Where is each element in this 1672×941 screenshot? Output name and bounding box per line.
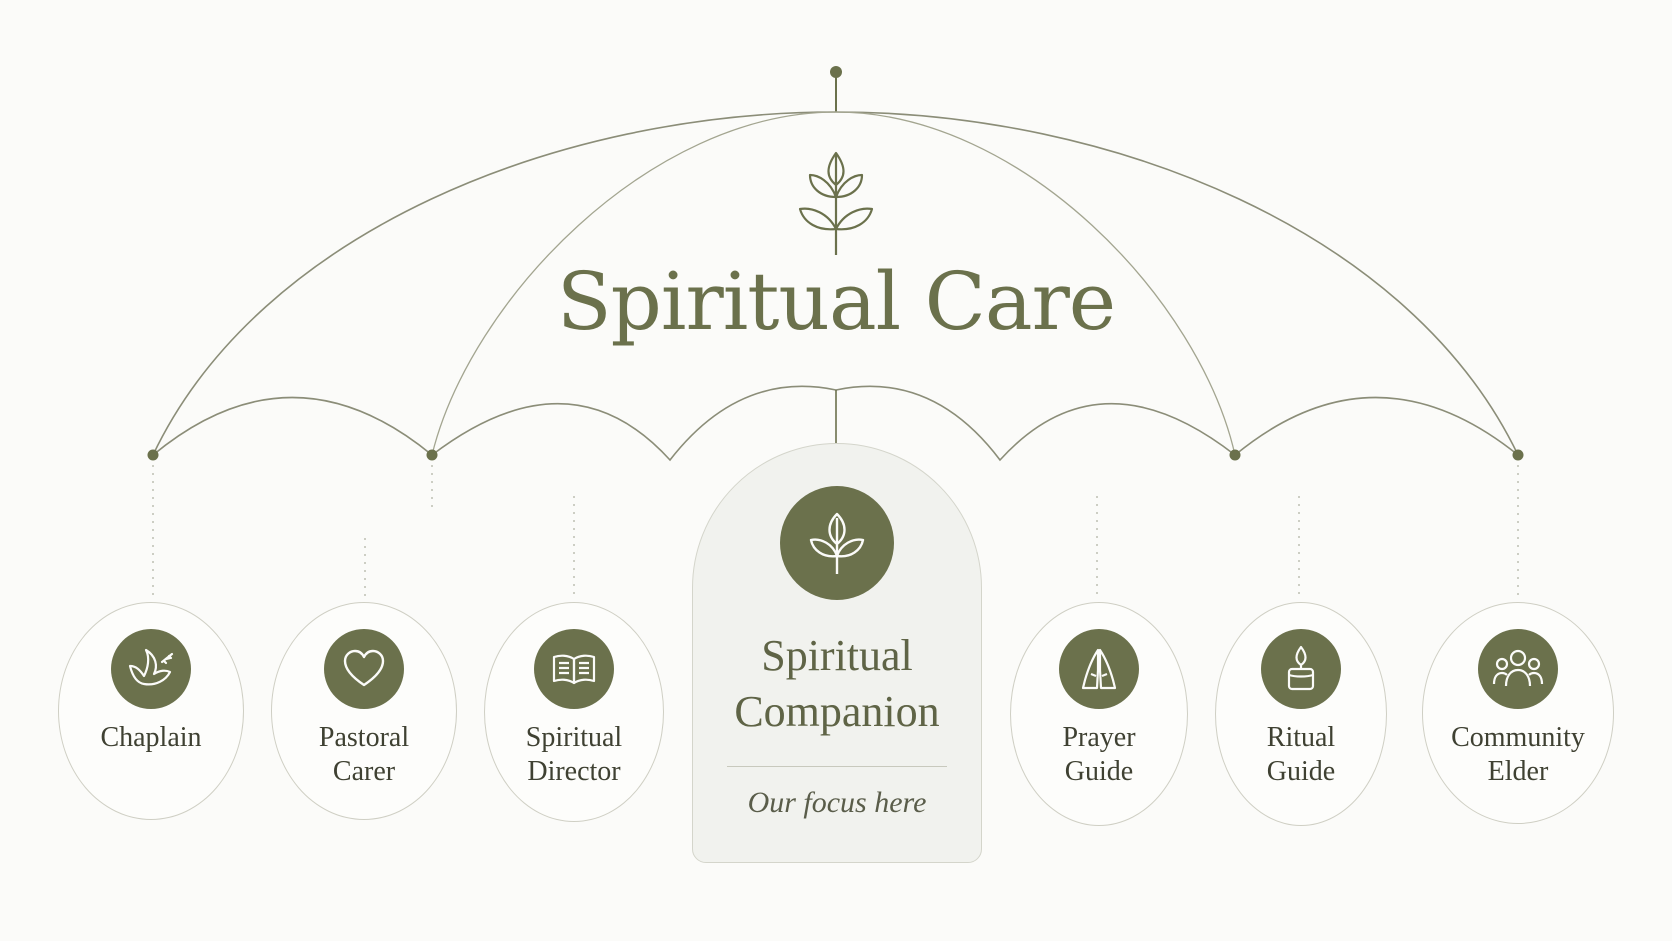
rib-dot	[1229, 449, 1241, 461]
role-label: Pastoral Carer	[318, 722, 410, 787]
group-icon	[1478, 629, 1558, 709]
heart-icon	[324, 629, 404, 709]
role-label: Prayer Guide	[1062, 722, 1136, 787]
role-node-spiritual-director: Spiritual Director	[484, 602, 664, 822]
role-node-pastoral-carer: Pastoral Carer	[271, 602, 457, 820]
role-node-ritual-guide: Ritual Guide	[1215, 602, 1387, 826]
umbrella-rib-left	[431, 111, 837, 456]
umbrella-rib-right	[835, 111, 1236, 456]
rib-dot	[147, 449, 159, 461]
role-node-prayer-guide: Prayer Guide	[1010, 602, 1188, 826]
role-node-chaplain: Chaplain	[58, 602, 244, 820]
role-label: Community Elder	[1451, 722, 1585, 787]
focus-note: Our focus here	[747, 786, 927, 819]
role-label: Ritual Guide	[1266, 722, 1336, 787]
role-node-community-elder: Community Elder	[1422, 602, 1614, 824]
focus-card: Spiritual Companion Our focus here	[692, 443, 982, 863]
rib-dot	[426, 449, 438, 461]
role-label: Chaplain	[100, 722, 202, 753]
umbrella-tip-dot	[830, 66, 842, 78]
praying-hands-icon	[1059, 629, 1139, 709]
page-title: Spiritual Care	[556, 255, 1116, 348]
rib-dot	[1512, 449, 1524, 461]
seedling-icon	[780, 486, 894, 600]
open-book-icon	[534, 629, 614, 709]
role-label: Spiritual Director	[525, 722, 623, 787]
focus-label: Spiritual Companion	[734, 631, 940, 736]
dove-icon	[111, 629, 191, 709]
wheat-sprig-icon	[798, 151, 874, 255]
focus-divider	[727, 766, 947, 767]
candle-icon	[1261, 629, 1341, 709]
